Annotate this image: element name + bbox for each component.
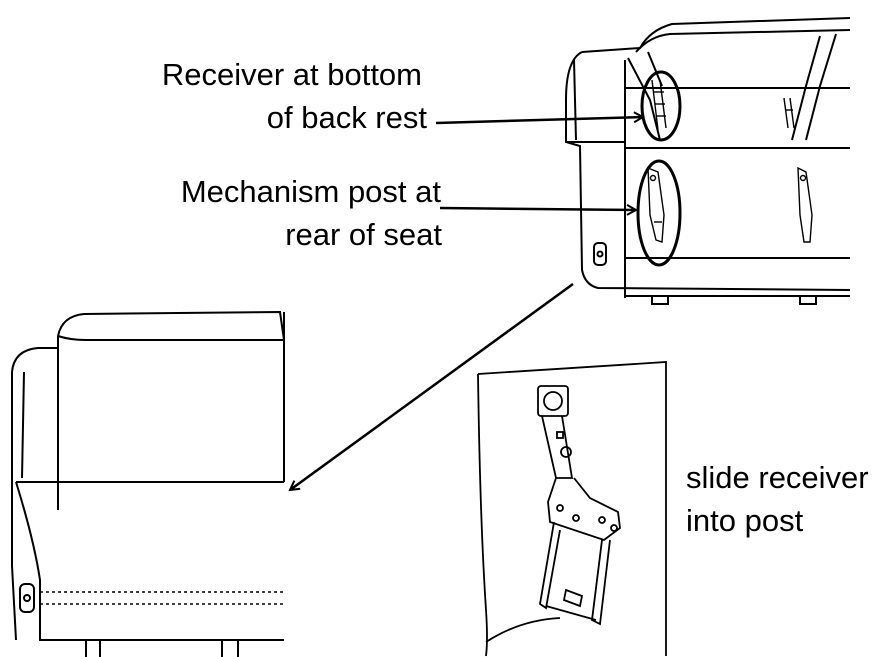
mechanism-callout-line1: Mechanism post at [180,174,441,209]
slide-callout-line1: slide receiver [686,460,869,495]
receiver-details [651,79,795,131]
mechanism-post-details [647,166,813,243]
sofa-side-view [11,310,285,657]
receiver-callout-line2: of back rest [266,100,427,135]
receiver-arrow [435,117,643,125]
assembly-arrow [290,282,574,490]
mechanism-closeup [477,361,667,657]
receiver-callout-line1: Receiver at bottom [161,57,422,92]
mechanism-callout-line2: rear of seat [285,217,442,252]
mechanism-arrow [439,208,636,210]
receiver-highlight-circle [640,70,682,142]
slide-callout-line2: into post [686,503,804,538]
sofa-rear-view [565,17,851,305]
